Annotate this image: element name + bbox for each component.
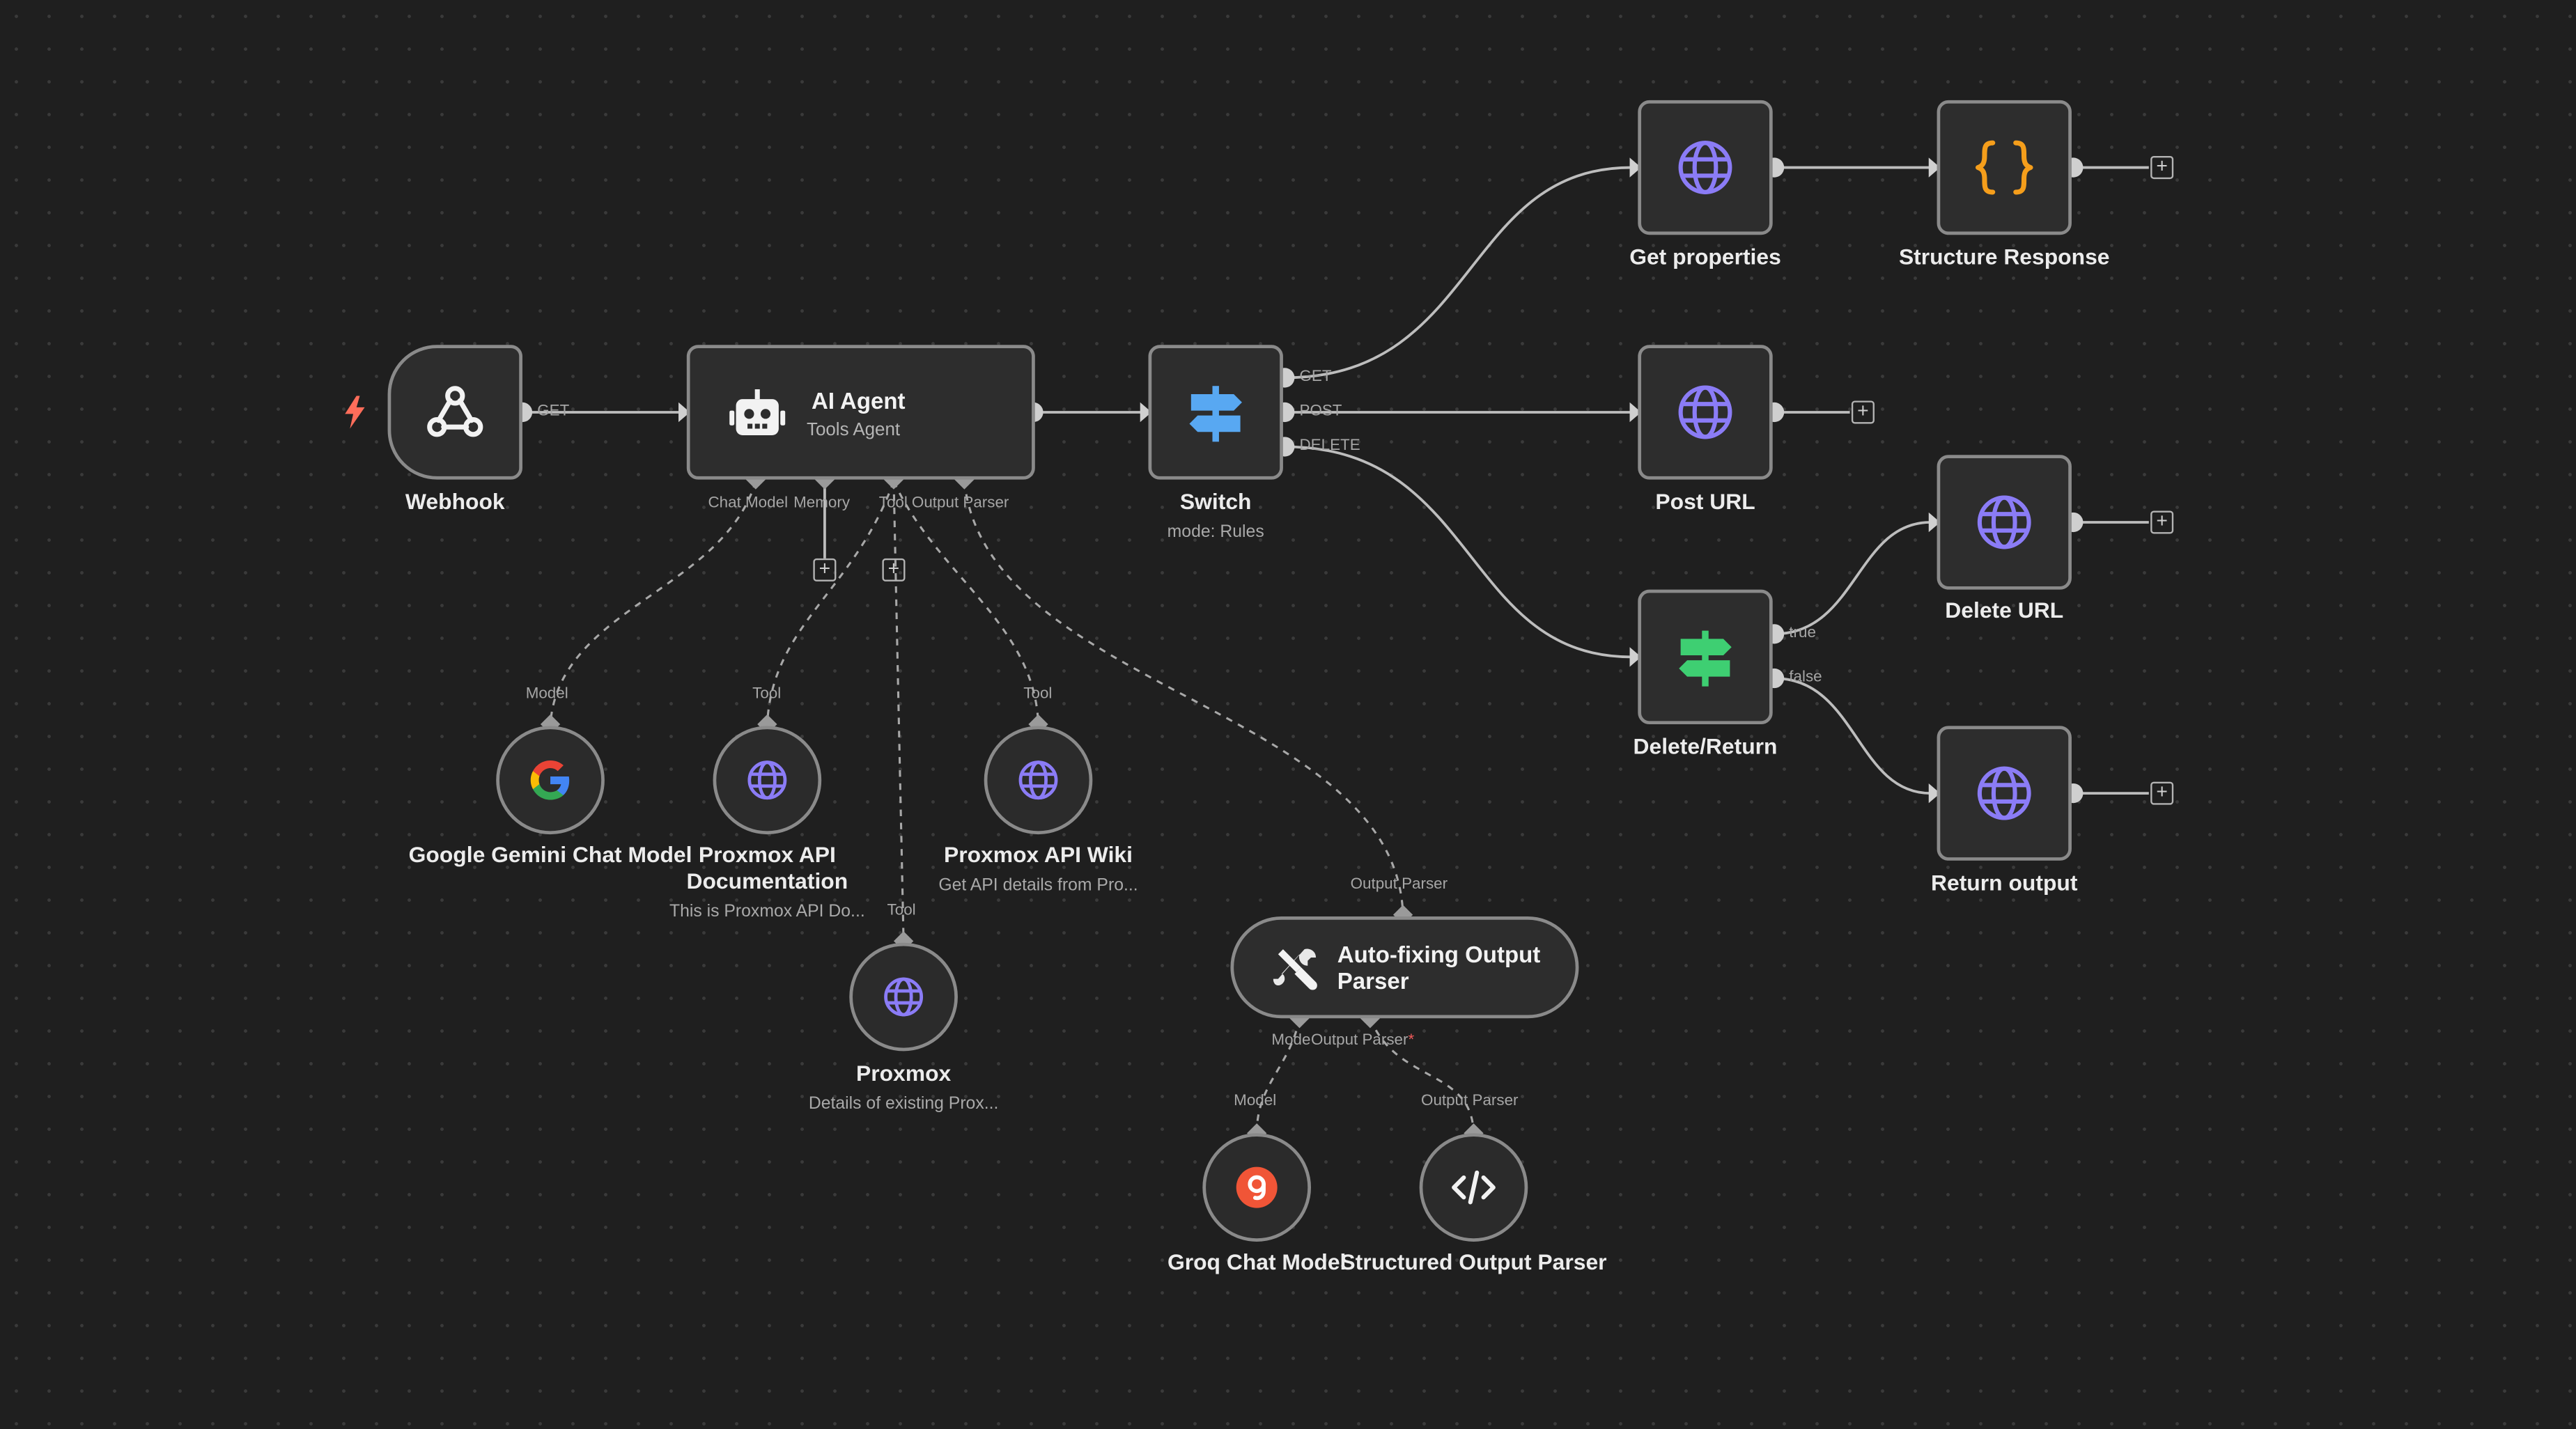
proxmox-api-doc-label: Proxmox API Documentation: [686, 842, 848, 893]
port-label-webhook-get: GET: [537, 402, 570, 421]
port-label-false: false: [1789, 668, 1822, 687]
post-url-node[interactable]: [1638, 345, 1773, 480]
braces-icon: [1973, 138, 2035, 197]
google-icon: [529, 759, 571, 802]
globe-icon: [882, 976, 924, 1018]
globe-icon: [1676, 138, 1735, 197]
proxmox-api-doc-subtitle: This is Proxmox API Do...: [669, 901, 865, 922]
ai-agent-title: AI Agent: [812, 387, 906, 414]
get-properties-label: Get properties: [1629, 244, 1781, 270]
globe-icon: [1676, 383, 1735, 442]
structured-parser-label: Structured Output Parser: [1340, 1249, 1607, 1275]
proxmox-node[interactable]: [849, 942, 958, 1052]
structured-parser-node[interactable]: [1419, 1133, 1528, 1242]
port-label-autofix-model: Model: [1271, 1031, 1312, 1050]
gemini-label: Google Gemini Chat Model: [408, 842, 692, 868]
proxmox-api-wiki-node[interactable]: [984, 726, 1093, 835]
add-after-post-button[interactable]: +: [1851, 400, 1875, 424]
add-memory-button[interactable]: +: [813, 558, 837, 581]
trigger-bolt-icon: [345, 396, 365, 429]
webhook-label: Webhook: [405, 489, 505, 515]
port-label-switch-delete: DELETE: [1299, 437, 1360, 455]
webhook-node[interactable]: [387, 345, 522, 480]
port-label-memory: Memory: [793, 494, 851, 513]
post-url-label: Post URL: [1655, 489, 1755, 515]
proxmox-api-wiki-label: Proxmox API Wiki: [943, 842, 1133, 868]
delete-url-node[interactable]: [1937, 455, 2072, 590]
port-label-switch-get: GET: [1299, 368, 1332, 386]
add-tool-button[interactable]: +: [882, 558, 906, 581]
switch-node[interactable]: [1148, 345, 1283, 480]
proxmox-subtitle: Details of existing Prox...: [808, 1093, 999, 1114]
edge-doc-agent: [766, 481, 895, 725]
proxmox-api-doc-node[interactable]: [713, 726, 822, 835]
add-after-delete-button[interactable]: +: [2150, 510, 2174, 534]
groq-icon: [1236, 1166, 1278, 1208]
robot-icon: [729, 389, 786, 447]
structure-response-label: Structure Response: [1898, 244, 2110, 270]
gemini-node[interactable]: [496, 726, 605, 835]
switch-label: Switch: [1179, 489, 1252, 515]
delete-return-node[interactable]: [1638, 589, 1773, 725]
groq-label: Groq Chat Model: [1167, 1249, 1347, 1275]
port-label-gemini-model: Model: [525, 685, 568, 703]
required-asterisk: *: [1408, 1031, 1415, 1050]
switch-subtitle: mode: Rules: [1167, 522, 1264, 542]
tools-icon: [1273, 946, 1319, 1000]
port-label-autofix-in: Output Parser: [1350, 875, 1448, 893]
globe-icon: [1017, 759, 1060, 802]
ai-agent-node[interactable]: AI Agent Tools Agent: [686, 345, 1035, 480]
port-label-proxmox-tool: Tool: [887, 901, 916, 920]
port-label-switch-post: POST: [1299, 402, 1342, 421]
proxmox-label: Proxmox: [855, 1061, 952, 1086]
groq-node[interactable]: [1202, 1133, 1312, 1242]
signpost-icon: [1186, 383, 1246, 442]
port-label-autofix-output-parser: Output Parser*: [1311, 1031, 1414, 1049]
add-after-return-button[interactable]: +: [2150, 782, 2174, 805]
edge-gemini-agent: [549, 481, 757, 725]
globe-icon: [1975, 764, 2034, 823]
port-label-chat-model: Chat Model: [708, 494, 789, 513]
return-output-label: Return output: [1931, 870, 2078, 896]
structure-response-node[interactable]: [1937, 100, 2072, 235]
proxmox-api-wiki-subtitle: Get API details from Pro...: [938, 875, 1138, 896]
webhook-icon: [424, 381, 486, 444]
globe-icon: [746, 759, 789, 802]
port-label-output-parser: Output Parser: [911, 494, 1009, 513]
signpost-icon: [1676, 627, 1735, 687]
globe-icon: [1975, 493, 2034, 552]
port-label-tool: Tool: [878, 494, 908, 513]
port-label-doc-tool: Tool: [752, 685, 782, 703]
edge-switch-delete: [1285, 445, 1631, 659]
delete-return-label: Delete/Return: [1633, 734, 1778, 759]
autofix-title: Auto-fixing Output Parser: [1337, 941, 1541, 994]
port-label-groq-model: Model: [1234, 1092, 1277, 1111]
code-icon: [1450, 1169, 1496, 1205]
edge-switch-get: [1285, 166, 1631, 380]
autofix-output-parser-text: Output Parser: [1311, 1031, 1409, 1050]
add-after-structure-button[interactable]: +: [2150, 156, 2174, 180]
autofix-parser-node[interactable]: Auto-fixing Output Parser: [1230, 916, 1579, 1019]
port-label-structured-in: Output Parser: [1421, 1092, 1519, 1111]
return-output-node[interactable]: [1937, 726, 2072, 861]
edge-wiki-agent: [892, 481, 1040, 725]
get-properties-node[interactable]: [1638, 100, 1773, 235]
delete-url-label: Delete URL: [1945, 598, 2064, 623]
port-label-wiki-tool: Tool: [1023, 685, 1053, 703]
port-label-true: true: [1789, 624, 1816, 643]
ai-agent-subtitle: Tools Agent: [806, 420, 901, 441]
